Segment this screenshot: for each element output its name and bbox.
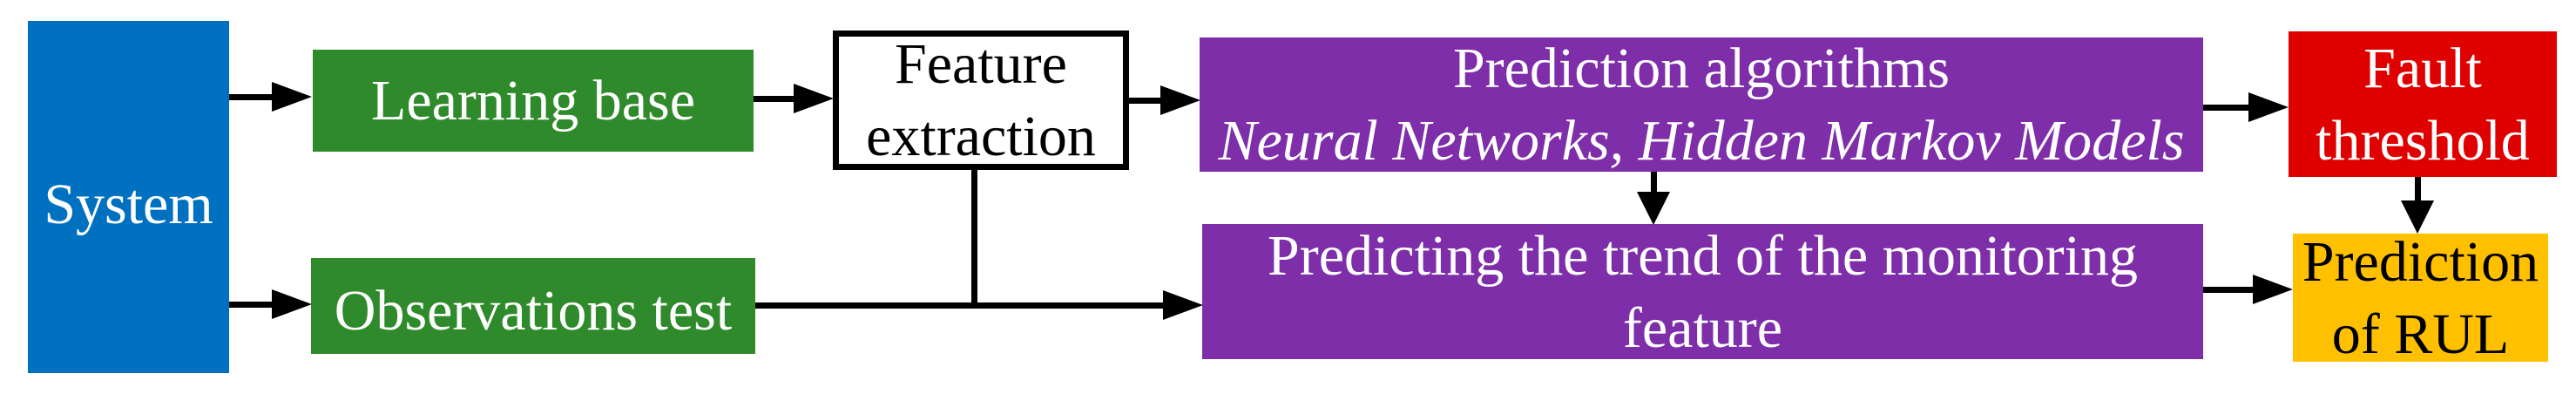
learning-base-label: Learning base bbox=[371, 69, 695, 132]
arrow-line bbox=[1129, 98, 1160, 104]
node-predicting-trend: Predicting the trend of the monitoring f… bbox=[1202, 224, 2203, 360]
arrowhead-right-icon bbox=[1160, 85, 1200, 115]
arrow-line bbox=[1651, 172, 1657, 194]
arrowhead-right-icon bbox=[2248, 92, 2289, 122]
arrow-line bbox=[2203, 287, 2253, 293]
node-prediction-of-rul: Prediction of RUL bbox=[2293, 230, 2548, 366]
arrow-line bbox=[2203, 105, 2248, 111]
prediction-algorithms-sublabel: Neural Networks, Hidden Markov Models bbox=[1218, 109, 2185, 173]
arrowhead-right-icon bbox=[272, 289, 312, 319]
arrowhead-down-icon bbox=[1637, 192, 1670, 225]
observations-test-label: Observations test bbox=[334, 278, 733, 343]
prediction-of-rul-label-line1: Prediction bbox=[2302, 229, 2539, 294]
arrowhead-right-icon bbox=[1163, 290, 1203, 320]
arrowhead-right-icon bbox=[272, 82, 312, 112]
arrowhead-right-icon bbox=[2253, 275, 2293, 304]
prediction-algorithms-label: Prediction algorithms bbox=[1452, 37, 1951, 100]
system-label: System bbox=[44, 172, 213, 236]
feature-extraction-label-line2: extraction bbox=[866, 105, 1096, 168]
feature-extraction-drop-line bbox=[971, 170, 977, 309]
arrow-line bbox=[755, 302, 1163, 309]
arrow-line bbox=[2415, 177, 2421, 200]
arrow-line bbox=[754, 96, 794, 102]
node-learning-base: Learning base bbox=[313, 50, 754, 152]
prediction-of-rul-label-line2: of RUL bbox=[2331, 302, 2510, 366]
predicting-trend-label-line1: Predicting the trend of the monitoring bbox=[1268, 223, 2138, 288]
arrow-line bbox=[229, 94, 272, 100]
node-fault-threshold: Fault threshold bbox=[2289, 31, 2557, 177]
arrowhead-right-icon bbox=[794, 84, 834, 113]
fault-threshold-label-line1: Fault bbox=[2363, 36, 2482, 100]
node-observations-test: Observations test bbox=[311, 258, 755, 354]
arrowhead-down-icon bbox=[2401, 200, 2434, 234]
node-feature-extraction: Feature extraction bbox=[833, 31, 1129, 170]
predicting-trend-label-line2: feature bbox=[1622, 296, 1783, 360]
node-system: System bbox=[28, 21, 229, 373]
feature-extraction-label-line1: Feature bbox=[895, 32, 1067, 96]
node-prediction-algorithms: Prediction algorithms Neural Networks, H… bbox=[1200, 37, 2203, 173]
arrow-line bbox=[229, 302, 272, 308]
fault-threshold-label-line2: threshold bbox=[2316, 108, 2530, 173]
